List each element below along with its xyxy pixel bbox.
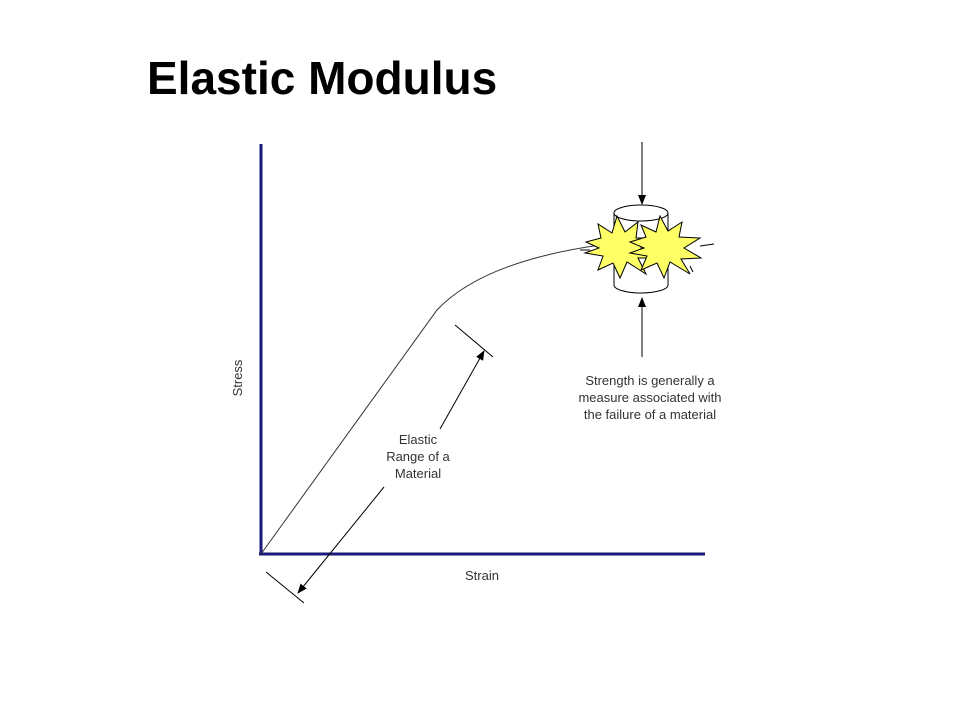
elastic-range-arrow-lower xyxy=(297,486,385,594)
stress-strain-curve xyxy=(260,244,601,555)
elastic-range-extension-top xyxy=(454,324,494,358)
elastic-range-arrow-upper xyxy=(439,350,485,430)
x-axis-label: Strain xyxy=(465,568,499,583)
elastic-range-label-line-3: Material xyxy=(395,466,441,481)
elastic-range-label-line-1: Elastic xyxy=(399,432,438,447)
fracture-spark-lines xyxy=(580,243,715,273)
elastic-range-extension-bottom xyxy=(265,571,305,604)
fracture-burst-icon xyxy=(583,214,703,280)
y-axis-label: Stress xyxy=(230,359,245,396)
strength-note-line-3: the failure of a material xyxy=(584,407,716,422)
elastic-range-label-line-2: Range of a xyxy=(386,449,450,464)
strength-note-line-1: Strength is generally a xyxy=(585,373,715,388)
strength-note-line-2: measure associated with xyxy=(578,390,721,405)
slide-title: Elastic Modulus xyxy=(147,52,498,104)
